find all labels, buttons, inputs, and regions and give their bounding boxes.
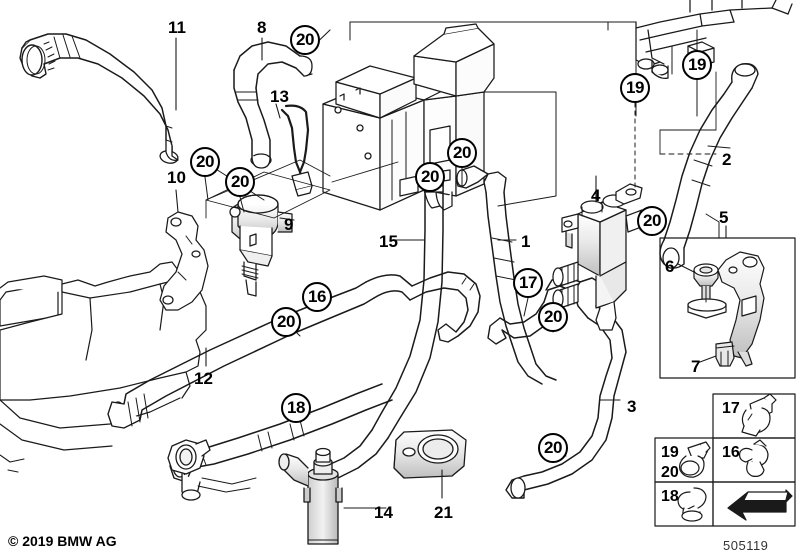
bracket-10 xyxy=(159,211,209,311)
hose-11 xyxy=(19,33,179,164)
legend-label-19: 19 xyxy=(661,444,679,461)
callout-label-9: 9 xyxy=(284,215,294,234)
hose-3 xyxy=(505,275,627,499)
engine-block xyxy=(0,261,207,473)
legend-label-16: 16 xyxy=(722,444,740,461)
callout-label-4: 4 xyxy=(591,186,601,205)
callout-label-1: 1 xyxy=(521,232,531,251)
callout-circle-20-c: 20 xyxy=(225,167,255,197)
callout-label-3: 3 xyxy=(627,397,637,416)
hose-connector-fittings xyxy=(167,439,257,501)
callout-label-15: 15 xyxy=(379,232,398,251)
wire-harness-13 xyxy=(280,104,310,182)
callout-circle-19-b: 19 xyxy=(620,73,650,103)
hose-clamp-icon-16 xyxy=(739,439,769,477)
hose-2 xyxy=(659,63,759,269)
callout-label-7: 7 xyxy=(691,357,701,376)
hose-clamp-icon-18 xyxy=(677,487,707,522)
callout-circle-20-a: 20 xyxy=(290,25,320,55)
callout-circle-20-b: 20 xyxy=(190,147,220,177)
wire-connector-13 xyxy=(291,171,313,197)
legend-label-20: 20 xyxy=(661,464,679,481)
callout-circle-20-i: 20 xyxy=(538,433,568,463)
callout-label-8: 8 xyxy=(257,18,267,37)
hose-elbow-16 xyxy=(409,271,481,343)
hose-12 xyxy=(107,274,413,429)
legend-label-17: 17 xyxy=(722,400,740,417)
copyright-notice: © 2019 BMW AG xyxy=(8,533,117,549)
auxiliary-heater-unit xyxy=(322,21,637,211)
coolant-pump-14 xyxy=(278,447,343,545)
legend-grid xyxy=(654,393,796,527)
legend-label-18: 18 xyxy=(661,488,679,505)
water-pump-9 xyxy=(229,194,293,297)
callout-circle-16: 16 xyxy=(302,282,332,312)
callout-label-21: 21 xyxy=(434,503,453,522)
flange-21 xyxy=(393,429,467,479)
callout-circle-20-f: 20 xyxy=(637,206,667,236)
callout-label-11: 11 xyxy=(168,18,186,37)
direction-arrow-icon xyxy=(727,489,793,521)
hose-clamp-icon-17 xyxy=(741,393,777,437)
hose-8 xyxy=(233,41,313,169)
callout-label-14: 14 xyxy=(374,503,393,522)
diagram-number: 505119 xyxy=(723,538,769,553)
callout-circle-20-d: 20 xyxy=(447,138,477,168)
callout-label-6: 6 xyxy=(665,257,675,276)
callout-label-13: 13 xyxy=(270,87,289,106)
hose-clamp-icon-19-20 xyxy=(679,441,711,478)
bracket-detail-5 xyxy=(687,251,765,367)
callout-circle-20-e: 20 xyxy=(415,162,445,192)
callout-label-5: 5 xyxy=(719,208,729,227)
callout-circle-17: 17 xyxy=(513,268,543,298)
callout-label-10: 10 xyxy=(167,168,186,187)
callout-circle-18: 18 xyxy=(281,393,311,423)
callout-label-12: 12 xyxy=(194,369,213,388)
callout-circle-19-a: 19 xyxy=(682,50,712,80)
callout-circle-20-h: 20 xyxy=(538,302,568,332)
callout-label-2: 2 xyxy=(722,150,732,169)
callout-circle-20-g: 20 xyxy=(271,307,301,337)
detail-inset-frame xyxy=(659,213,796,379)
